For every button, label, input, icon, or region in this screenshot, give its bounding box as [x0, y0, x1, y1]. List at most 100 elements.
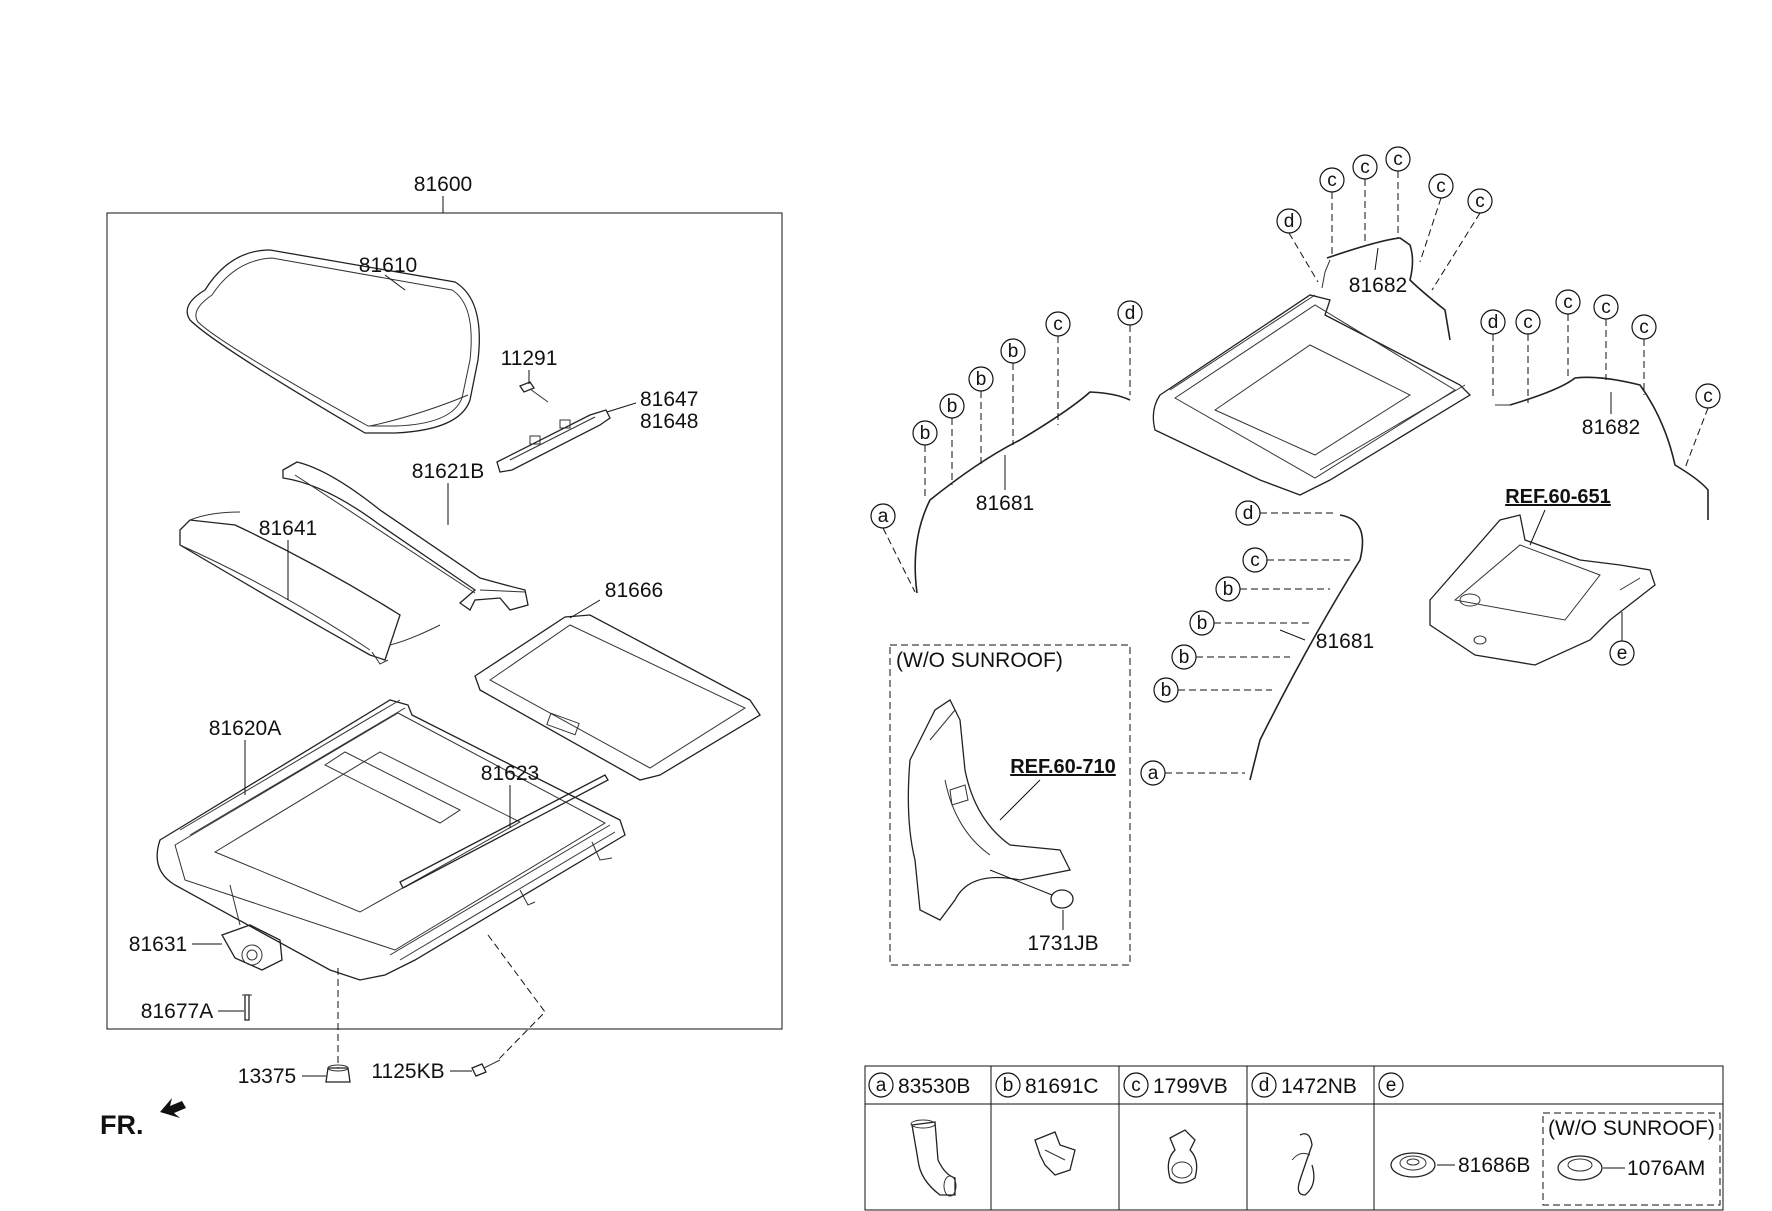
label-81648: 81648: [640, 410, 698, 433]
legend-callout-c: c: [1123, 1072, 1149, 1098]
callout-b-left-4: b: [1000, 338, 1026, 364]
svg-text:a: a: [1148, 763, 1159, 784]
label-81681-center: 81681: [1316, 630, 1374, 653]
legend-callout-d: d: [1251, 1072, 1277, 1098]
label-81682-top: 81682: [1349, 274, 1407, 297]
legend-e-part-1: 81686B: [1458, 1154, 1530, 1177]
main-frame: [156, 699, 626, 981]
label-81677A: 81677A: [141, 1000, 213, 1023]
callout-c-center: c: [1242, 547, 1268, 573]
wind-deflector: [179, 511, 441, 665]
label-81621B: 81621B: [412, 460, 484, 483]
svg-text:d: d: [1284, 211, 1295, 232]
svg-text:b: b: [1003, 1075, 1014, 1096]
callout-c-top-4: c: [1428, 173, 1454, 199]
svg-text:d: d: [1259, 1075, 1270, 1096]
svg-text:b: b: [1179, 647, 1190, 668]
callout-c-left: c: [1045, 311, 1071, 337]
callout-e: e: [1609, 640, 1635, 666]
callout-b-center-3: b: [1171, 644, 1197, 670]
legend-d-part: 1472NB: [1281, 1075, 1357, 1098]
svg-text:c: c: [1360, 157, 1370, 178]
front-arrow-icon: [160, 1098, 186, 1118]
legend-table: a 83530B b 81691C c 1799VB d 1472NB e: [864, 1065, 1724, 1211]
grommet-e-icon: [1390, 1152, 1436, 1178]
drain-hose-diagram: 81682 81682 81681 81681 a b b b b c d d: [870, 146, 1721, 966]
callout-d-left: d: [1117, 300, 1143, 326]
plug-1076AM-icon: [1557, 1155, 1603, 1181]
front-direction: FR.: [100, 1098, 186, 1140]
without-sunroof-inset: (W/O SUNROOF) REF.60-710 1731JB: [889, 644, 1131, 966]
seal-strip: [399, 774, 609, 889]
svg-text:c: c: [1327, 170, 1337, 191]
svg-text:c: c: [1393, 149, 1403, 170]
label-81610: 81610: [359, 254, 417, 277]
bolt-1125KB: [471, 1059, 501, 1077]
ref-60-651: REF.60-651: [1505, 486, 1611, 508]
label-81666: 81666: [605, 579, 663, 602]
label-81641: 81641: [259, 517, 317, 540]
center-sunroof-frame: [1152, 294, 1472, 496]
motor-screw: [242, 994, 252, 1021]
callout-d-top: d: [1276, 208, 1302, 234]
hose-clip-c-icon: [1167, 1129, 1198, 1184]
svg-text:c: c: [1436, 176, 1446, 197]
sunroof-motor: [221, 884, 283, 971]
bolt-11291: [519, 381, 549, 403]
label-81600: 81600: [414, 173, 472, 196]
rear-frame: [282, 461, 529, 611]
assembly-frame: [106, 212, 783, 1030]
callout-b-center-1: b: [1215, 576, 1241, 602]
callout-c-top-2: c: [1352, 154, 1378, 180]
svg-text:c: c: [1639, 317, 1649, 338]
svg-text:b: b: [1197, 613, 1208, 634]
svg-text:b: b: [1008, 341, 1019, 362]
legend-callout-b: b: [995, 1072, 1021, 1098]
svg-text:d: d: [1125, 303, 1136, 324]
svg-text:a: a: [876, 1075, 887, 1096]
label-1125KB: 1125KB: [371, 1060, 444, 1083]
label-11291: 11291: [501, 347, 558, 370]
inset-frame: [889, 644, 1131, 966]
legend-c-part: 1799VB: [1153, 1075, 1228, 1098]
callout-b-left-3: b: [968, 366, 994, 392]
inset-title: (W/O SUNROOF): [896, 649, 1063, 672]
plug-1731JB: [1050, 889, 1074, 909]
label-81681-left: 81681: [976, 492, 1034, 515]
svg-text:d: d: [1488, 312, 1499, 333]
callout-c-right-2: c: [1555, 289, 1581, 315]
legend-callout-a: a: [868, 1072, 894, 1098]
drain-elbow-icon: [910, 1119, 957, 1197]
callout-b-left-2: b: [939, 393, 965, 419]
svg-text:b: b: [976, 369, 987, 390]
svg-text:c: c: [1563, 292, 1573, 313]
svg-text:c: c: [1250, 550, 1260, 571]
label-81682-right: 81682: [1582, 416, 1640, 439]
callout-c-right-1: c: [1515, 309, 1541, 335]
svg-text:c: c: [1053, 314, 1063, 335]
nut-13375: [325, 1064, 351, 1083]
legend-e-subnote: (W/O SUNROOF): [1548, 1117, 1715, 1140]
glass-panel: [186, 249, 480, 434]
legend-a-part: 83530B: [898, 1075, 970, 1098]
svg-text:a: a: [878, 506, 889, 527]
svg-text:b: b: [1161, 680, 1172, 701]
label-81623: 81623: [481, 762, 539, 785]
callout-a-left: a: [870, 503, 896, 529]
floor-panel-ref: [1429, 514, 1656, 666]
svg-text:e: e: [1386, 1075, 1397, 1096]
callout-d-right: d: [1480, 309, 1506, 335]
svg-text:b: b: [947, 396, 958, 417]
legend-e-part-2: 1076AM: [1627, 1157, 1705, 1180]
label-81647: 81647: [640, 388, 698, 411]
legend-callout-e: e: [1378, 1072, 1404, 1098]
callout-b-center-4: b: [1153, 677, 1179, 703]
svg-text:d: d: [1243, 503, 1254, 524]
callout-b-center-2: b: [1189, 610, 1215, 636]
callout-c-top-5: c: [1467, 188, 1493, 214]
callout-c-top-3: c: [1385, 146, 1411, 172]
label-81620A: 81620A: [209, 717, 281, 740]
label-13375: 13375: [238, 1065, 296, 1088]
hose-clip-b-icon: [1034, 1131, 1076, 1176]
